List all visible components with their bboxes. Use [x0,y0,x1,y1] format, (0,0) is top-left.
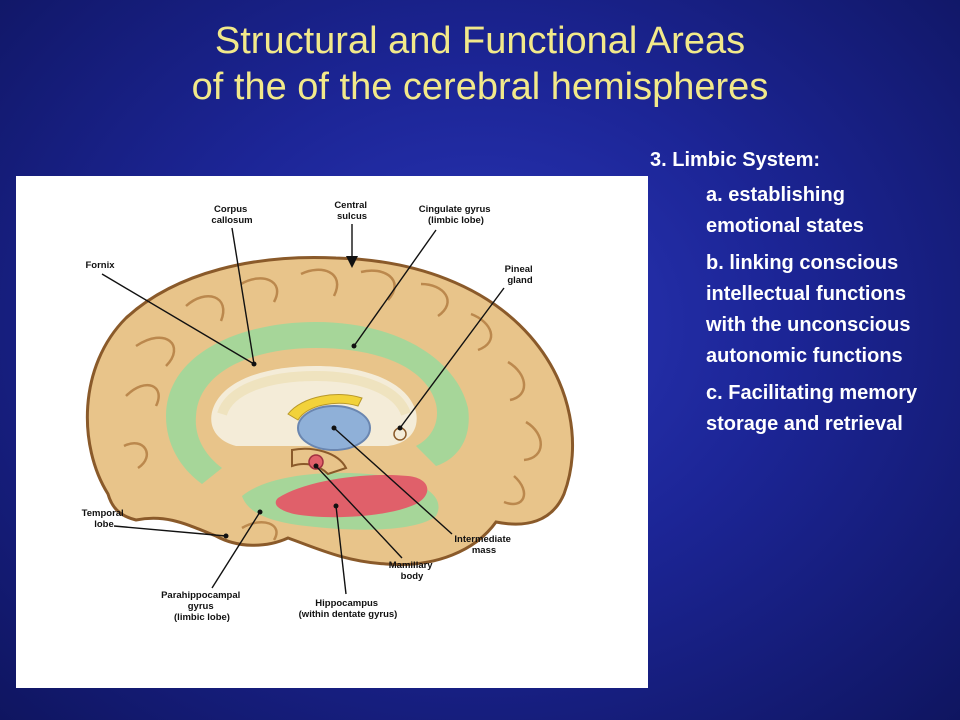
central-sulcus-arrow [346,256,358,268]
label-central-sulcus: Central sulcus [334,200,369,222]
mamillary-body [308,454,324,470]
slide-title: Structural and Functional Areas of the o… [0,18,960,110]
limbic-heading: 3. Limbic System: [650,149,821,171]
corpus-callosum [217,370,411,417]
label-pineal-gland: Pineal gland [505,264,536,286]
label-intermediate-mass: Intermediate mass [454,534,513,556]
title-line-1: Structural and Functional Areas [214,20,746,62]
label-hippocampus: Hippocampus (within dentate gyrus) [299,598,398,620]
hippocampus [275,474,428,518]
brain-illustration: Corpus callosum Central sulcus Cingulate… [82,200,574,623]
label-cingulate-gyrus: Cingulate gyrus (limbic lobe) [419,204,493,226]
limbic-item-a: a. establishing emotional states [706,184,864,237]
limbic-system-text: 3. Limbic System: a. establishing emotio… [650,146,950,446]
label-fornix: Fornix [85,260,115,271]
limbic-item-c: c. Facilitating memory storage and retri… [706,382,918,435]
leader-dots [223,343,403,539]
label-mamillary-body: Mamillary body [389,560,435,582]
leader-lines [101,224,505,595]
limbic-item-b: b. linking conscious intellectual functi… [706,252,911,367]
fornix [287,394,363,421]
title-line-2: of the of the cerebral hemispheres [191,66,769,108]
label-temporal-lobe: Temporal lobe [82,508,127,530]
label-corpus-callosum: Corpus callosum [211,204,252,226]
gyri-folds [123,268,542,541]
brain-diagram: Corpus callosum Central sulcus Cingulate… [16,176,648,688]
cingulate-gyrus [166,322,469,484]
label-parahippocampal-gyrus: Parahippocampal gyrus (limbic lobe) [161,590,243,623]
